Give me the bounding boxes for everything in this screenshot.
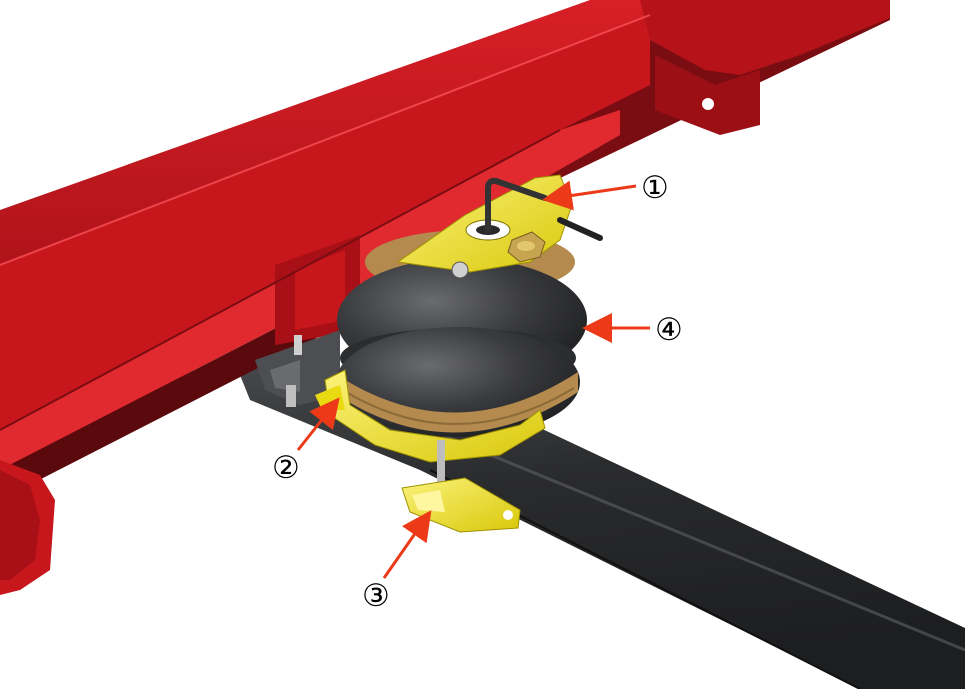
callout-arrows [296, 180, 650, 579]
air-spring [336, 230, 587, 437]
arrow-1 [542, 180, 637, 211]
air-line-fitting [485, 177, 603, 263]
mounting-casting [255, 330, 340, 405]
frame-rail [0, 0, 890, 595]
callout-2: ② [272, 450, 300, 486]
callout-labels: ① ② ③ ④ [272, 170, 683, 614]
arrow-3 [382, 510, 432, 579]
callout-1: ① [641, 170, 669, 206]
mounting-bolt [286, 335, 302, 407]
callout-4: ④ [655, 312, 683, 348]
arrow-2 [296, 397, 340, 451]
callout-3: ③ [362, 578, 390, 614]
